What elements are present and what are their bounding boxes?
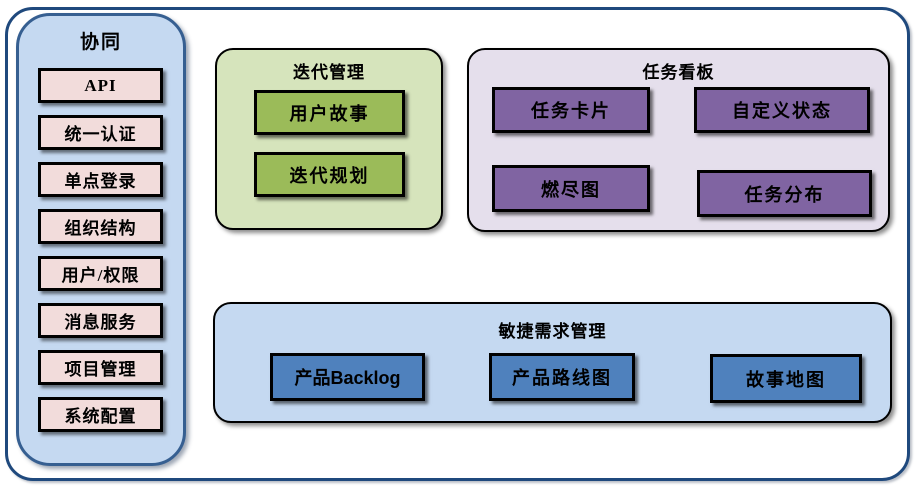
sidebar-item-org-structure: 组织结构 [38, 209, 163, 244]
kanban-title: 任务看板 [642, 63, 715, 82]
group-agile-requirement: 敏捷需求管理 产品Backlog 产品路线图 故事地图 [213, 302, 892, 423]
block-task-card: 任务卡片 [492, 87, 650, 133]
collaboration-item-list: API 统一认证 单点登录 组织结构 用户/权限 消息服务 项目管理 系统配置 [38, 68, 163, 432]
sidebar-item-project-management: 项目管理 [38, 350, 163, 385]
block-custom-status: 自定义状态 [694, 87, 870, 133]
collaboration-title: 协同 [79, 32, 122, 53]
agile-title: 敏捷需求管理 [498, 322, 607, 341]
block-task-distribution: 任务分布 [697, 170, 872, 217]
block-product-roadmap: 产品路线图 [489, 353, 635, 401]
sidebar-item-sso: 单点登录 [38, 162, 163, 197]
group-collaboration: 协同 API 统一认证 单点登录 组织结构 用户/权限 消息服务 项目管理 系统… [16, 13, 186, 466]
block-story-map: 故事地图 [710, 354, 862, 403]
group-iteration-management: 迭代管理 用户故事 迭代规划 [215, 48, 443, 230]
sidebar-item-api: API [38, 68, 163, 103]
block-product-backlog: 产品Backlog [270, 353, 425, 401]
sidebar-item-user-permission: 用户/权限 [38, 256, 163, 291]
group-task-kanban: 任务看板 任务卡片 自定义状态 燃尽图 任务分布 [467, 48, 890, 232]
sidebar-item-unified-auth: 统一认证 [38, 115, 163, 150]
iteration-title: 迭代管理 [293, 63, 365, 82]
sidebar-item-message-service: 消息服务 [38, 303, 163, 338]
block-iteration-planning: 迭代规划 [254, 152, 405, 197]
block-burndown-chart: 燃尽图 [492, 165, 650, 212]
sidebar-item-system-config: 系统配置 [38, 397, 163, 432]
block-user-story: 用户故事 [254, 90, 405, 135]
